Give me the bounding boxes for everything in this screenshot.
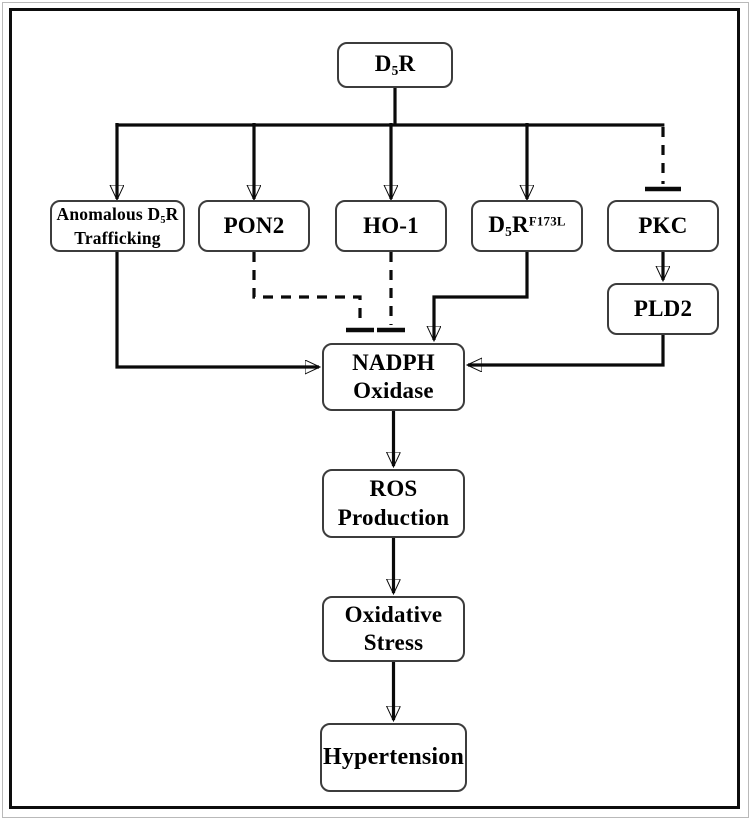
edge-pld2-to-nadph xyxy=(468,335,665,365)
node-d5rf173l-label: D5RF173L xyxy=(488,212,566,240)
edge-pon2-to-nadph-dashed xyxy=(252,252,362,325)
node-d5r-f173l: D5RF173L xyxy=(471,200,583,252)
node-ho1: HO-1 xyxy=(335,200,447,252)
node-ho1-label: HO-1 xyxy=(363,212,419,238)
node-hypertension: Hypertension xyxy=(320,723,467,792)
node-pkc-label: PKC xyxy=(638,212,688,238)
node-pkc: PKC xyxy=(607,200,719,252)
edge-anomalous-to-nadph xyxy=(115,252,319,367)
node-hyp-label: Hypertension xyxy=(322,743,465,770)
node-d5r: D5R xyxy=(337,42,453,88)
node-pon2: PON2 xyxy=(198,200,310,252)
node-pld2: PLD2 xyxy=(607,283,719,335)
node-pld2-label: PLD2 xyxy=(633,295,693,321)
node-d5r-label: D5R xyxy=(374,51,416,79)
edge-d5r-trunk xyxy=(115,88,665,127)
edge-d5rf173l-to-nadph xyxy=(434,252,529,340)
node-pon2-label: PON2 xyxy=(223,212,285,238)
